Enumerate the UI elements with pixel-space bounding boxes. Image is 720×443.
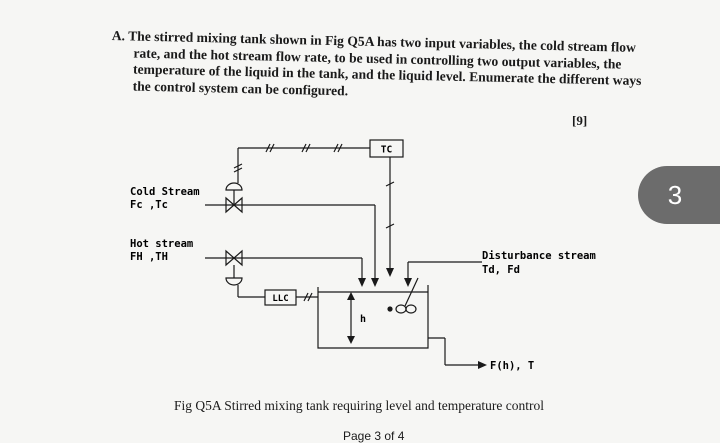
disturbance-feed-arrow	[404, 278, 412, 287]
question-marks: [9]	[572, 113, 588, 128]
tc-sensor-arrow	[386, 268, 394, 277]
outlet-arrow	[478, 361, 487, 369]
hot-control-valve	[225, 249, 243, 267]
page-badge-label: 3	[667, 179, 683, 210]
figure-caption: Fig Q5A Stirred mixing tank requiring le…	[174, 398, 545, 413]
hot-stream-label: Hot stream	[130, 238, 193, 250]
stirrer-shaft	[404, 277, 419, 307]
page-number-badge[interactable]: 3	[638, 166, 720, 224]
cold-control-valve	[225, 196, 243, 214]
disturbance-stream-vars: Td, Fd	[482, 264, 520, 276]
stirrer-blade-left	[395, 304, 407, 314]
cold-stream-vars: Fc ,Tc	[130, 199, 168, 211]
level-label: h	[360, 314, 366, 325]
page-footer: Page 3 of 4	[343, 429, 405, 443]
hot-feed-arrow	[358, 278, 366, 287]
hot-stream-vars: FH ,TH	[130, 251, 168, 263]
cold-stream-label: Cold Stream	[130, 186, 200, 198]
llc-label: LLC	[272, 294, 288, 304]
cold-feed-arrow	[371, 278, 379, 287]
tank-outline	[317, 285, 429, 349]
outlet-label: F(h), T	[490, 360, 534, 372]
stirrer-blade-right	[405, 304, 417, 314]
hot-valve-actuator	[225, 277, 243, 286]
llc-controller-box	[264, 289, 297, 306]
cold-valve-actuator	[225, 182, 243, 191]
level-arrow-up	[347, 292, 355, 300]
tc-controller-box	[369, 139, 404, 158]
tc-label: TC	[381, 145, 393, 156]
level-arrow-down	[347, 336, 355, 344]
temperature-sensor-dot	[387, 306, 393, 312]
signal-hatch-marks	[233, 143, 395, 302]
disturbance-stream-label: Disturbance stream	[482, 250, 596, 262]
